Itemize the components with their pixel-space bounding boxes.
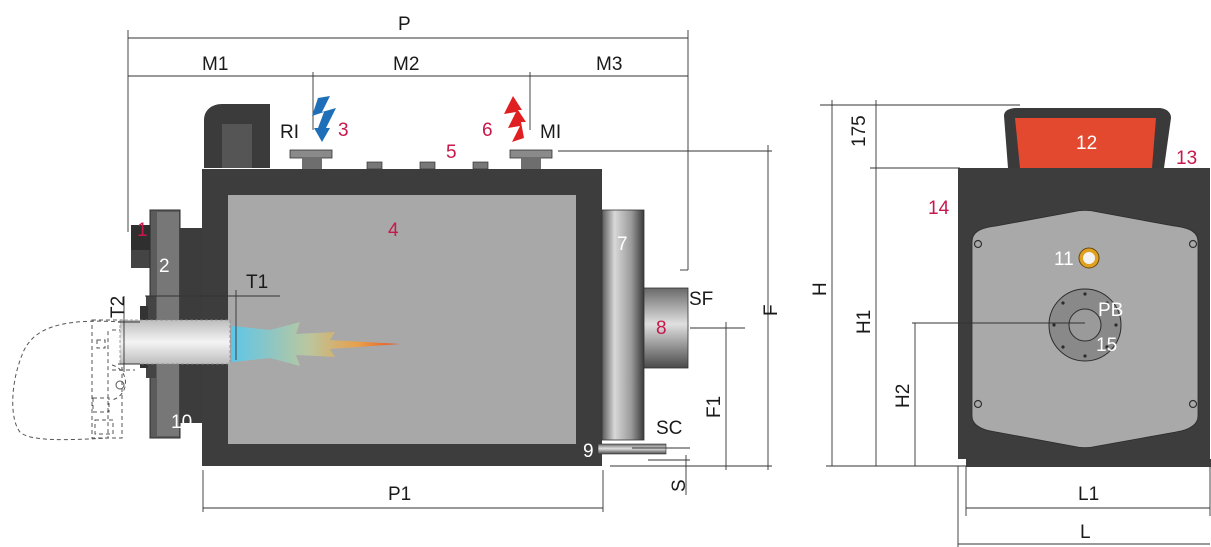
drain-pipe — [597, 443, 667, 455]
dim-F-label: F — [761, 304, 782, 316]
dim-F1-label: F1 — [704, 396, 725, 418]
front-base — [966, 459, 1211, 467]
callout-15: 15 — [1096, 335, 1117, 356]
shell-bottom-band — [202, 444, 602, 466]
side-view: P M1 M2 M3 — [12, 14, 782, 512]
flow-water-arrow — [504, 96, 526, 142]
callout-10: 10 — [171, 412, 192, 433]
dim-P-label: P — [398, 14, 411, 35]
handle-knob — [131, 250, 151, 268]
front-dimensions — [820, 100, 1211, 547]
right-dimensions — [558, 145, 772, 495]
burner-plate-bolts — [1052, 292, 1118, 358]
dim-M2-label: M2 — [393, 54, 419, 75]
dim-SF-label: SF — [689, 289, 713, 310]
dim-H-label: H — [810, 282, 831, 296]
dim-T2-label: T2 — [108, 296, 129, 318]
top-height-label: 175 — [849, 115, 870, 147]
callout-4: 4 — [388, 220, 399, 241]
shell-left-band — [202, 195, 228, 444]
return-water-arrow — [312, 96, 336, 142]
tube-dimensions — [118, 290, 280, 372]
callout-2: 2 — [159, 256, 170, 277]
flame — [232, 322, 400, 366]
dim-M3-label: M3 — [596, 54, 622, 75]
callout-7: 7 — [617, 234, 628, 255]
burner-plate-label: PB — [1098, 300, 1123, 321]
burner-outline — [12, 319, 135, 441]
dim-SC-label: SC — [656, 418, 682, 439]
shell-top-band — [202, 169, 602, 195]
flue-outlet — [643, 287, 689, 369]
dim-H2-label: H2 — [893, 384, 914, 408]
shell-body — [228, 195, 576, 444]
callout-6: 6 — [482, 120, 493, 141]
callout-12: 12 — [1076, 133, 1097, 154]
dim-H1-label: H1 — [854, 310, 875, 334]
dim-P1-label: P1 — [388, 484, 411, 505]
return-inlet-label: RI — [280, 122, 299, 143]
plate-bolts — [973, 239, 1198, 409]
front-view: 12 11 PB 15 — [810, 100, 1211, 547]
flow-outlet-label: MI — [540, 122, 561, 143]
callout-3: 3 — [338, 120, 349, 141]
callout-13: 13 — [1176, 148, 1197, 169]
dim-L1-label: L1 — [1078, 484, 1099, 505]
callout-9: 9 — [583, 441, 594, 462]
shell-right-band — [576, 195, 602, 444]
callout-1: 1 — [137, 220, 148, 241]
callout-14: 14 — [928, 198, 950, 219]
vent-hood-face — [222, 124, 252, 168]
dim-T1-label: T1 — [246, 272, 268, 293]
blast-tube — [119, 319, 231, 365]
top-dimensions — [127, 30, 689, 271]
callout-5: 5 — [446, 142, 457, 163]
sight-glass-lens — [1083, 252, 1095, 264]
burner-plate-hole — [1068, 308, 1102, 342]
dim-S-label: S — [669, 479, 690, 492]
bottom-dimension — [202, 470, 604, 512]
callout-11: 11 — [1054, 249, 1074, 270]
rear-collar — [601, 209, 645, 441]
dim-L-label: L — [1080, 522, 1091, 543]
control-panel — [1015, 118, 1156, 168]
dim-M1-label: M1 — [202, 54, 228, 75]
callout-8: 8 — [656, 318, 667, 339]
top-nozzles — [289, 149, 553, 170]
